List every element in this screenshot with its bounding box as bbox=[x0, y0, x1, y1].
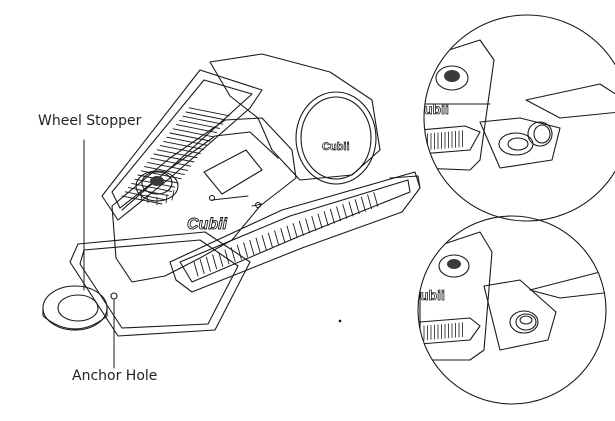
pedal-grip-line bbox=[336, 206, 342, 222]
rear-pedal-grip bbox=[121, 107, 230, 205]
callout-lines bbox=[83, 139, 115, 369]
pedal-grip-line bbox=[185, 111, 227, 121]
pedal-grip-line bbox=[193, 261, 199, 277]
inset-bottom-logo: ubii bbox=[420, 287, 445, 303]
pedal-grip-line bbox=[153, 153, 195, 163]
cubii-device: Cubii Cubii bbox=[42, 53, 421, 337]
pedal-grip-line bbox=[166, 136, 208, 146]
anchor-hole-label: Anchor Hole bbox=[72, 368, 158, 384]
pedal-grip-line bbox=[367, 194, 373, 210]
front-pedal bbox=[169, 171, 421, 293]
pedal-grip-line bbox=[159, 145, 201, 155]
pedal-grip-line bbox=[172, 128, 214, 138]
pedal-grip-line bbox=[267, 232, 273, 248]
pedal-grip-line bbox=[255, 237, 261, 253]
pedal-grip-line bbox=[360, 196, 366, 212]
inset-top: ubii bbox=[423, 14, 615, 222]
pedal-grip-line bbox=[163, 140, 205, 150]
pedal-grip-line bbox=[199, 259, 205, 275]
pedal-grip-line bbox=[188, 107, 230, 117]
pedal-grip-line bbox=[280, 227, 286, 243]
pedal-grip-line bbox=[143, 166, 185, 176]
main-logo: Cubii bbox=[187, 216, 228, 233]
pedal-grip-line bbox=[182, 115, 224, 125]
pedal-grip-line bbox=[230, 247, 236, 263]
pedal-grip-line bbox=[243, 242, 249, 258]
pedal-grip-line bbox=[205, 256, 211, 272]
pedal-grip-line bbox=[249, 239, 255, 255]
pedal-grip-line bbox=[179, 119, 221, 129]
pedal-grip-line bbox=[131, 182, 173, 192]
inset-bottom: ubii bbox=[417, 215, 607, 405]
pedal-grip-line bbox=[147, 161, 189, 171]
tension-knob bbox=[135, 170, 179, 206]
pedal-grip-line bbox=[124, 191, 166, 201]
base-plate bbox=[69, 231, 251, 337]
wheel-stopper-label: Wheel Stopper bbox=[38, 113, 142, 129]
pedal-grip-line bbox=[212, 254, 218, 270]
pedal-grip-line bbox=[175, 124, 217, 134]
flywheel-cover bbox=[295, 91, 377, 185]
pedal-grip-line bbox=[150, 157, 192, 167]
rear-housing bbox=[209, 53, 381, 181]
pedal-grip-line bbox=[348, 201, 354, 217]
pedal-grip-line bbox=[224, 249, 230, 265]
pedal-grip-line bbox=[169, 132, 211, 142]
wheel-stopper-ring bbox=[42, 285, 108, 331]
inset-top-logo: ubii bbox=[424, 101, 449, 117]
pedal-grip-line bbox=[298, 220, 304, 236]
pedal-grip-line bbox=[373, 191, 379, 207]
front-pedal-grip bbox=[193, 191, 379, 277]
pedal-grip-line bbox=[317, 213, 323, 229]
pedal-grip-line bbox=[286, 225, 292, 241]
pedal-grip-line bbox=[274, 230, 280, 246]
pedal-grip-line bbox=[236, 244, 242, 260]
rear-pedal bbox=[101, 69, 263, 221]
pedal-grip-line bbox=[261, 235, 267, 251]
pedal-grip-line bbox=[218, 251, 224, 267]
pedal-grip-line bbox=[354, 199, 360, 215]
pedal-grip-line bbox=[311, 215, 317, 231]
anchor-hole bbox=[110, 292, 118, 300]
pedal-grip-line bbox=[156, 149, 198, 159]
flywheel-logo: Cubii bbox=[322, 141, 350, 153]
pedal-grip-line bbox=[305, 218, 311, 234]
pedal-grip-line bbox=[329, 208, 335, 224]
pedal-grip-line bbox=[323, 211, 329, 227]
pedal-grip-line bbox=[342, 203, 348, 219]
pedal-grip-line bbox=[292, 223, 298, 239]
